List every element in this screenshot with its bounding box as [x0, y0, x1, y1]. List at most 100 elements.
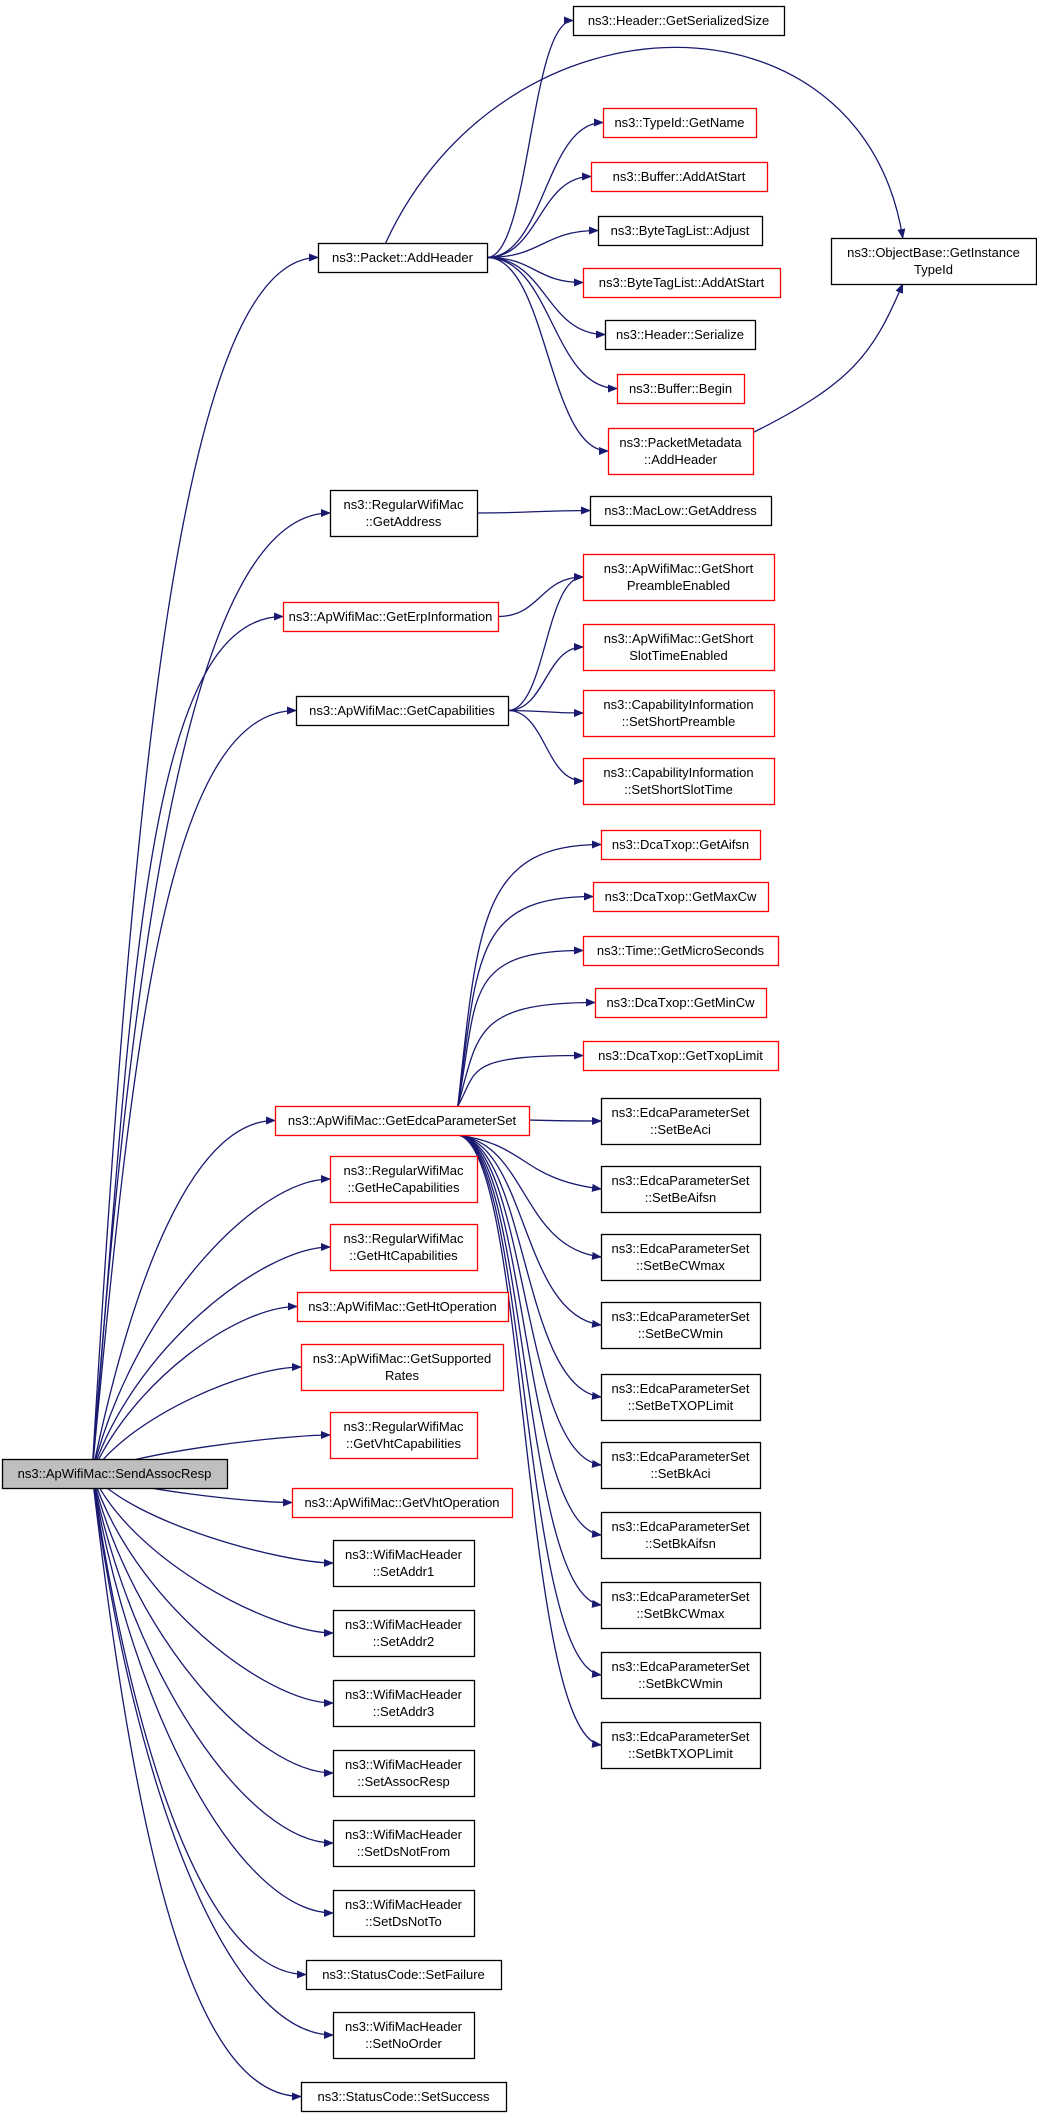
node-label-line: ns3::DcaTxop::GetAifsn [612, 837, 749, 852]
function-node-noOrder[interactable]: ns3::WifiMacHeader::SetNoOrder [332, 2011, 476, 2060]
node-label-line: ns3::ApWifiMac::SendAssocResp [18, 1466, 212, 1481]
function-node-beCWmax[interactable]: ns3::EdcaParameterSet::SetBeCWmax [600, 1233, 762, 1282]
function-node-bkCWmin[interactable]: ns3::EdcaParameterSet::SetBkCWmin [600, 1651, 762, 1700]
node-box [600, 1511, 762, 1560]
node-label-line: ns3::EdcaParameterSet [611, 1589, 749, 1604]
call-edge-pmAddHeader-to-objBase [752, 283, 904, 434]
node-label-line: ns3::ObjectBase::GetInstance [847, 245, 1020, 260]
function-node-bkCWmax[interactable]: ns3::EdcaParameterSet::SetBkCWmax [600, 1581, 762, 1630]
function-node-dcaAifsn[interactable]: ns3::DcaTxop::GetAifsn [600, 829, 762, 861]
call-edge-root-to-assocResp [91, 1473, 334, 1777]
node-label-line: ns3::ApWifiMac::GetHtOperation [308, 1299, 497, 1314]
node-label-line: ns3::RegularWifiMac [344, 1231, 464, 1246]
node-label-line: ns3::ApWifiMac::GetErpInformation [289, 609, 493, 624]
function-node-typeIdName[interactable]: ns3::TypeId::GetName [602, 107, 758, 139]
node-label-line: ::GetAddress [366, 514, 442, 529]
function-node-bkAci[interactable]: ns3::EdcaParameterSet::SetBkAci [600, 1441, 762, 1490]
node-box [600, 1721, 762, 1770]
function-node-pmAddHeader[interactable]: ns3::PacketMetadata::AddHeader [607, 427, 755, 476]
function-node-htOp[interactable]: ns3::ApWifiMac::GetHtOperation [296, 1291, 510, 1323]
call-edge-getEdca-to-dcaAifsn [457, 840, 602, 1107]
function-node-macLowGetAddress[interactable]: ns3::MacLow::GetAddress [589, 495, 773, 527]
node-box [329, 1411, 479, 1460]
function-node-addr1[interactable]: ns3::WifiMacHeader::SetAddr1 [332, 1539, 476, 1588]
node-box [329, 489, 479, 538]
function-node-getErp[interactable]: ns3::ApWifiMac::GetErpInformation [282, 601, 500, 633]
function-node-timeMicro[interactable]: ns3::Time::GetMicroSeconds [582, 935, 780, 967]
function-node-beTxop[interactable]: ns3::EdcaParameterSet::SetBeTXOPLimit [600, 1373, 762, 1422]
function-node-dsNotTo[interactable]: ns3::WifiMacHeader::SetDsNotTo [332, 1889, 476, 1938]
call-edge-root-to-scSuccess [91, 1473, 302, 2101]
function-node-getCap[interactable]: ns3::ApWifiMac::GetCapabilities [295, 695, 510, 727]
root-function-node[interactable]: ns3::ApWifiMac::SendAssocResp [1, 1458, 229, 1490]
function-node-getEdca[interactable]: ns3::ApWifiMac::GetEdcaParameterSet [274, 1105, 531, 1137]
node-box [582, 553, 776, 602]
call-edge-addHeader-to-typeIdName [486, 118, 604, 259]
function-node-scFailure[interactable]: ns3::StatusCode::SetFailure [305, 1959, 503, 1991]
node-label-line: ::SetShortPreamble [622, 714, 735, 729]
call-edge-getEdca-to-bkAci [457, 1134, 602, 1468]
function-node-addHeader[interactable]: ns3::Packet::AddHeader [317, 242, 489, 274]
call-edge-getEdca-to-dcaTxop [457, 1051, 584, 1107]
call-edge-getEdca-to-bkCWmax [457, 1134, 602, 1608]
node-box [607, 427, 755, 476]
function-node-btlAddAtStart[interactable]: ns3::ByteTagList::AddAtStart [582, 267, 782, 299]
call-edges [91, 16, 906, 2101]
function-node-rwmGetAddress[interactable]: ns3::RegularWifiMac::GetAddress [329, 489, 479, 538]
function-node-htCap[interactable]: ns3::RegularWifiMac::GetHtCapabilities [329, 1223, 479, 1272]
function-node-beCWmin[interactable]: ns3::EdcaParameterSet::SetBeCWmin [600, 1301, 762, 1350]
node-label-line: ns3::WifiMacHeader [345, 1547, 463, 1562]
function-node-capPreamble[interactable]: ns3::CapabilityInformation::SetShortPrea… [582, 689, 776, 738]
call-edge-addHeader-to-pmAddHeader [486, 256, 609, 455]
function-node-assocResp[interactable]: ns3::WifiMacHeader::SetAssocResp [332, 1749, 476, 1798]
call-edge-rwmGetAddress-to-macLowGetAddress [476, 506, 591, 515]
node-box [300, 2081, 508, 2113]
node-label-line: ::SetBkAifsn [645, 1536, 716, 1551]
function-node-getSerSize[interactable]: ns3::Header::GetSerializedSize [572, 5, 786, 37]
function-node-capSlot[interactable]: ns3::CapabilityInformation::SetShortSlot… [582, 757, 776, 806]
node-label-line: ns3::CapabilityInformation [603, 697, 753, 712]
function-node-dcaMaxCw[interactable]: ns3::DcaTxop::GetMaxCw [592, 881, 770, 913]
function-node-dsNotFrom[interactable]: ns3::WifiMacHeader::SetDsNotFrom [332, 1819, 476, 1868]
node-box [329, 1155, 479, 1204]
call-edge-getEdca-to-beTxop [457, 1134, 602, 1400]
node-label-line: ns3::WifiMacHeader [345, 2019, 463, 2034]
function-node-vhtCap[interactable]: ns3::RegularWifiMac::GetVhtCapabilities [329, 1411, 479, 1460]
node-label-line: ::SetBkTXOPLimit [628, 1746, 733, 1761]
node-label-line: ns3::MacLow::GetAddress [604, 503, 757, 518]
node-label-line: ns3::ByteTagList::AddAtStart [599, 275, 765, 290]
function-node-heCap[interactable]: ns3::RegularWifiMac::GetHeCapabilities [329, 1155, 479, 1204]
function-node-hdrSerialize[interactable]: ns3::Header::Serialize [604, 319, 757, 351]
function-node-beAci[interactable]: ns3::EdcaParameterSet::SetBeAci [600, 1097, 762, 1146]
node-label-line: ns3::Time::GetMicroSeconds [597, 943, 765, 958]
function-node-bkAifsn[interactable]: ns3::EdcaParameterSet::SetBkAifsn [600, 1511, 762, 1560]
node-box [590, 161, 769, 193]
function-node-bkTxop[interactable]: ns3::EdcaParameterSet::SetBkTXOPLimit [600, 1721, 762, 1770]
function-node-scSuccess[interactable]: ns3::StatusCode::SetSuccess [300, 2081, 508, 2113]
function-node-bufAddAtStart[interactable]: ns3::Buffer::AddAtStart [590, 161, 769, 193]
node-box [274, 1105, 531, 1137]
node-label-line: ns3::ApWifiMac::GetSupported [313, 1351, 491, 1366]
call-edge-root-to-htCap [91, 1243, 331, 1474]
node-box [300, 1343, 505, 1392]
function-node-addr2[interactable]: ns3::WifiMacHeader::SetAddr2 [332, 1609, 476, 1658]
function-node-vhtOp[interactable]: ns3::ApWifiMac::GetVhtOperation [291, 1487, 514, 1519]
call-edge-root-to-rwmGetAddress [91, 509, 331, 1474]
node-box [597, 215, 764, 247]
node-label-line: ns3::StatusCode::SetSuccess [318, 2089, 490, 2104]
function-node-addr3[interactable]: ns3::WifiMacHeader::SetAddr3 [332, 1679, 476, 1728]
node-box [582, 689, 776, 738]
function-node-bufBegin[interactable]: ns3::Buffer::Begin [616, 373, 746, 405]
function-node-dcaMinCw[interactable]: ns3::DcaTxop::GetMinCw [594, 987, 768, 1019]
call-edge-root-to-scFailure [91, 1473, 307, 1979]
node-box [600, 1441, 762, 1490]
function-node-beAifsn[interactable]: ns3::EdcaParameterSet::SetBeAifsn [600, 1165, 762, 1214]
node-label-line: ns3::EdcaParameterSet [611, 1729, 749, 1744]
function-node-btlAdjust[interactable]: ns3::ByteTagList::Adjust [597, 215, 764, 247]
call-edge-getErp-to-shortPreamble [497, 573, 584, 618]
function-node-dcaTxop[interactable]: ns3::DcaTxop::GetTxopLimit [582, 1040, 780, 1072]
